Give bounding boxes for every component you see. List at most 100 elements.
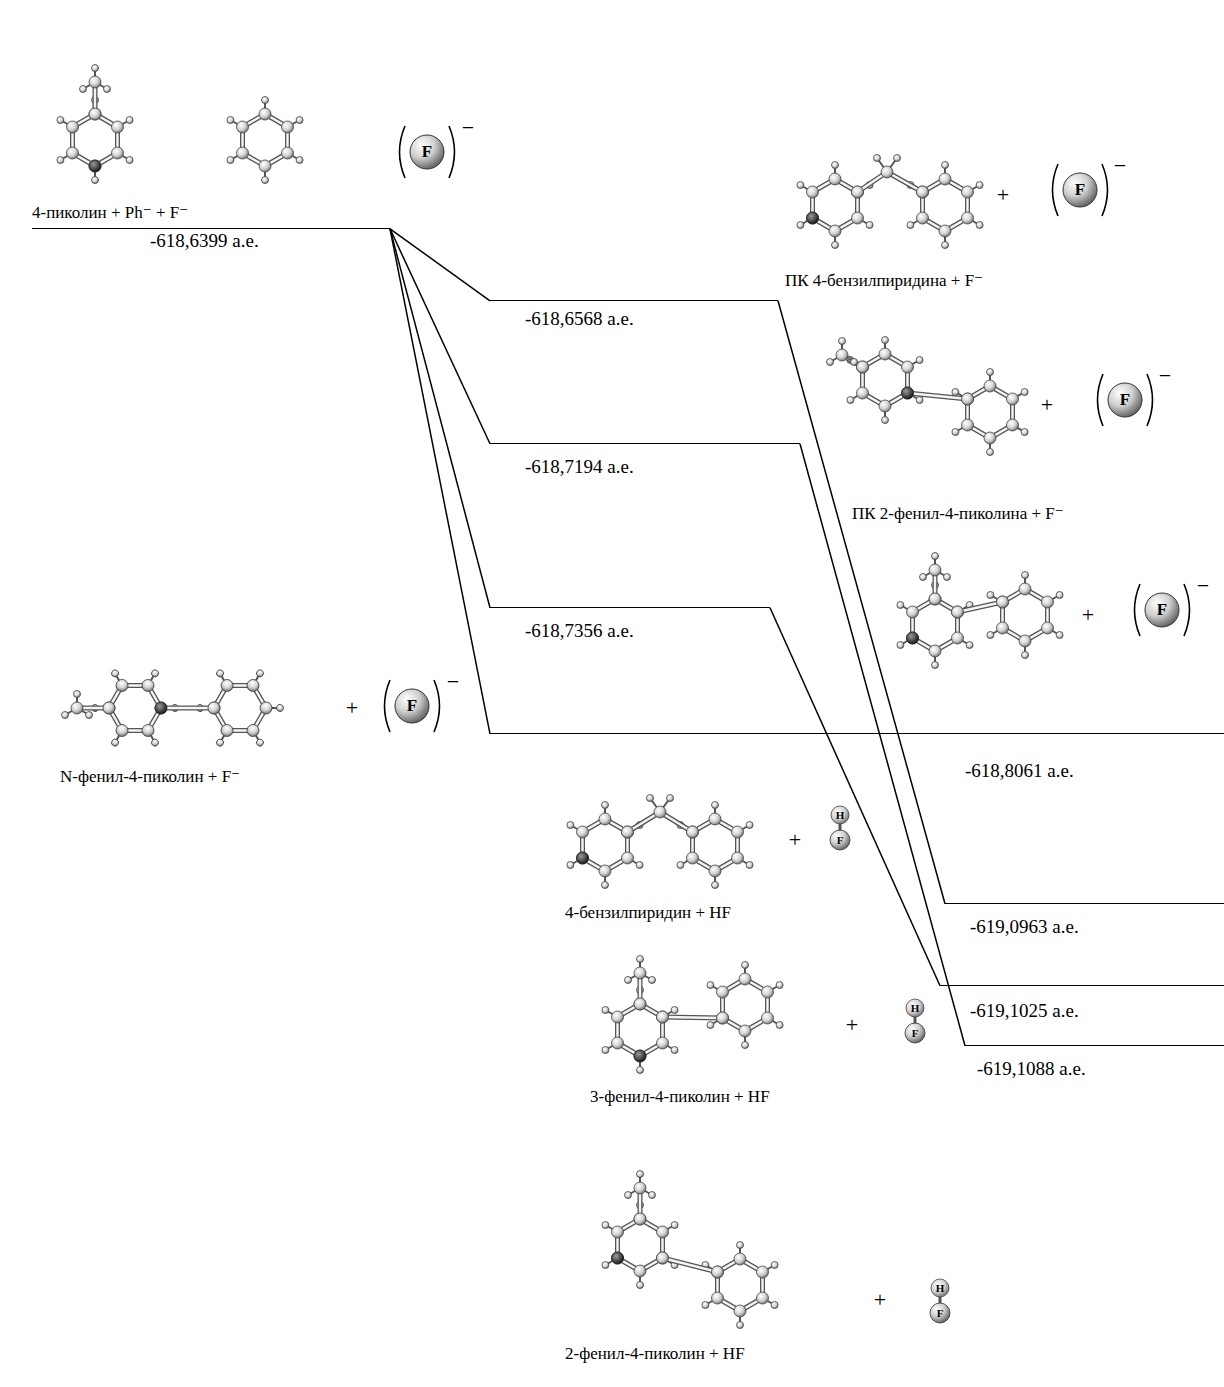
- atom-symbol: F: [837, 834, 844, 846]
- species-caption: ПК 2-фенил-4-пиколина + F⁻: [852, 505, 1064, 524]
- fluoride-ion: [434, 680, 440, 732]
- species-caption: 4-пиколин + Ph⁻ + F⁻: [32, 204, 188, 223]
- atom-symbol: F: [937, 1307, 944, 1319]
- complex-molecule: [917, 186, 929, 198]
- phenylpicoline-molecule: [602, 1202, 678, 1289]
- species-caption: ПК 4-бензилпиридина + F⁻: [785, 272, 983, 291]
- energy-value: -618,7194 а.е.: [490, 444, 800, 478]
- atom-symbol: F: [912, 1027, 919, 1039]
- energy-value: -619,1025 а.е.: [940, 986, 1224, 1022]
- phenylpicoline-molecule: [663, 1017, 723, 1018]
- complex-molecule: [897, 553, 1063, 669]
- picoline-molecule: [89, 108, 101, 120]
- ion-charge: −: [1197, 574, 1209, 598]
- fluoride-ion: [400, 126, 406, 178]
- complex-molecule: [997, 596, 1009, 608]
- atom-symbol: H: [936, 1282, 945, 1294]
- phenylpicoline-molecule: [663, 1017, 723, 1018]
- ion-symbol: F: [407, 697, 417, 716]
- fluoride-ion: [400, 126, 455, 178]
- complex-molecule: [987, 572, 1063, 659]
- phenylpicoline-molecule: [602, 956, 783, 1074]
- phenylpicoline-molecule: [663, 1258, 718, 1272]
- complex-molecule: [852, 186, 864, 198]
- ion-symbol: F: [422, 143, 432, 162]
- ion-charge: −: [447, 670, 459, 694]
- energy-level: -618,8061 а.е.: [490, 733, 1224, 782]
- n-phenyl-picoline-molecule: [62, 691, 93, 719]
- complex-molecule: [827, 337, 1029, 456]
- energy-level: -619,1088 а.е.: [965, 1045, 1224, 1080]
- complex-molecule: [958, 602, 1003, 612]
- phenylpicoline-molecule: [602, 1171, 778, 1329]
- phenylpicoline-molecule: [663, 1258, 718, 1272]
- phenylpicoline-molecule: [657, 1252, 669, 1264]
- complex-molecule: [827, 338, 858, 366]
- fluoride-ion: [1053, 164, 1108, 216]
- benzylpyridine-molecule: [677, 802, 753, 889]
- atom-symbol: H: [911, 1002, 920, 1014]
- fluoride-ion: [385, 680, 440, 732]
- ion-symbol: F: [1075, 181, 1085, 200]
- plus-sign: +: [997, 183, 1009, 207]
- level-connector: [778, 301, 945, 904]
- level-connector: [390, 229, 490, 608]
- phenyl-anion: [227, 97, 303, 184]
- complex-molecule: [857, 361, 869, 373]
- hf-molecule: [831, 806, 849, 824]
- phenylpicoline-molecule: [702, 1242, 778, 1329]
- complex-molecule: [797, 162, 873, 249]
- fluoride-ion: [1102, 164, 1108, 216]
- energy-value-text: -619,1025 а.е.: [970, 1000, 1079, 1022]
- species-caption: 2-фенил-4-пиколин + HF: [565, 1345, 745, 1364]
- complex-molecule: [847, 337, 923, 424]
- n-phenyl-picoline-molecule: [103, 702, 115, 714]
- hf-molecule: [930, 1303, 950, 1323]
- energy-value-text: -618,7194 а.е.: [525, 456, 634, 478]
- phenylpicoline-molecule: [717, 1012, 729, 1024]
- energy-value-text: -618,6399 а.е.: [150, 230, 259, 252]
- phenylpicoline-molecule: [634, 998, 729, 1024]
- phenylpicoline-molecule: [602, 987, 678, 1074]
- fluoride-ion: [410, 135, 444, 169]
- fluoride-ion: [1108, 383, 1142, 417]
- energy-value: -619,0963 а.е.: [945, 904, 1224, 938]
- species-caption: 3-фенил-4-пиколин + HF: [590, 1088, 770, 1107]
- level-connector: [390, 229, 490, 444]
- benzylpyridine-molecule: [647, 795, 654, 802]
- benzylpyridine-molecule: [577, 852, 589, 864]
- n-phenyl-picoline-molecule: [155, 702, 167, 714]
- hf-molecule: [931, 1279, 949, 1297]
- complex-molecule: [852, 155, 929, 199]
- picoline-molecule: [57, 65, 133, 184]
- complex-molecule: [958, 602, 1003, 612]
- energy-value: -618,6568 а.е.: [490, 301, 778, 330]
- complex-molecule: [894, 155, 901, 162]
- hf-molecule: [930, 1279, 950, 1323]
- complex-molecule: [907, 632, 919, 644]
- hf-molecule: [906, 999, 924, 1017]
- complex-molecule: [897, 582, 973, 669]
- benzylpyridine-molecule: [567, 802, 643, 889]
- ion-charge: −: [1159, 364, 1171, 388]
- fluoride-ion: [449, 126, 455, 178]
- complex-molecule: [929, 593, 1009, 618]
- benzylpyridine-molecule: [622, 795, 699, 839]
- complex-molecule: [902, 387, 914, 399]
- complex-molecule: [952, 369, 1028, 456]
- picoline-molecule: [89, 160, 101, 172]
- fluoride-ion: [1053, 164, 1059, 216]
- complex-molecule: [908, 393, 968, 399]
- complex-molecule: [962, 393, 974, 405]
- energy-value: -618,7356 а.е.: [490, 608, 770, 642]
- energy-level: -619,1025 а.е.: [940, 985, 1224, 1022]
- complex-molecule: [797, 155, 983, 249]
- plus-sign: +: [874, 1288, 886, 1312]
- complex-molecule: [874, 155, 881, 162]
- complex-molecule: [952, 606, 964, 618]
- energy-value-text: -619,0963 а.е.: [970, 916, 1079, 938]
- phenylpicoline-molecule: [712, 1266, 724, 1278]
- energy-value-text: -618,8061 а.е.: [965, 760, 1074, 782]
- fluoride-ion: [1147, 374, 1153, 426]
- complex-molecule: [929, 593, 941, 605]
